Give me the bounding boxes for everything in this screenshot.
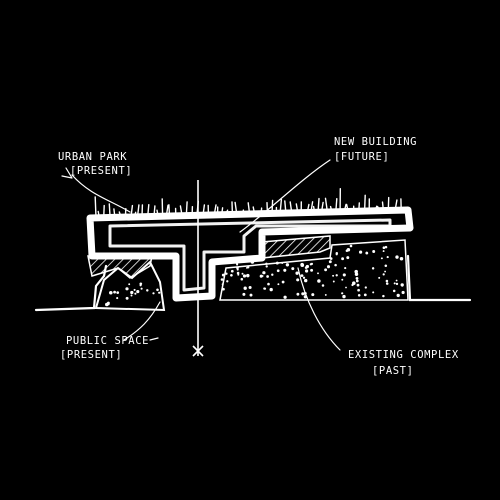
- existing-complex-title: EXISTING COMPLEX: [348, 349, 459, 361]
- urban-park-title: URBAN PARK: [58, 151, 127, 163]
- existing-complex-mass: [94, 239, 409, 312]
- label-existing-complex: EXISTING COMPLEX [PAST]: [348, 349, 459, 377]
- urban-park-era: [PRESENT]: [70, 165, 132, 177]
- stipple-dots: [105, 244, 405, 307]
- label-new-building: NEW BUILDING [FUTURE]: [334, 136, 417, 163]
- new-building-title: NEW BUILDING: [334, 136, 417, 148]
- public-space-era: [PRESENT]: [60, 349, 122, 361]
- new-building-outline: [86, 206, 414, 302]
- public-space-title: PUBLIC SPACE: [66, 335, 149, 347]
- label-public-space: PUBLIC SPACE [PRESENT]: [60, 335, 149, 361]
- new-building-era: [FUTURE]: [334, 151, 389, 163]
- existing-complex-era: [PAST]: [372, 365, 414, 377]
- label-urban-park: URBAN PARK [PRESENT]: [58, 151, 132, 177]
- section-axis: [192, 180, 204, 357]
- leader-lines: [61, 159, 341, 351]
- hatched-zones: [87, 235, 331, 279]
